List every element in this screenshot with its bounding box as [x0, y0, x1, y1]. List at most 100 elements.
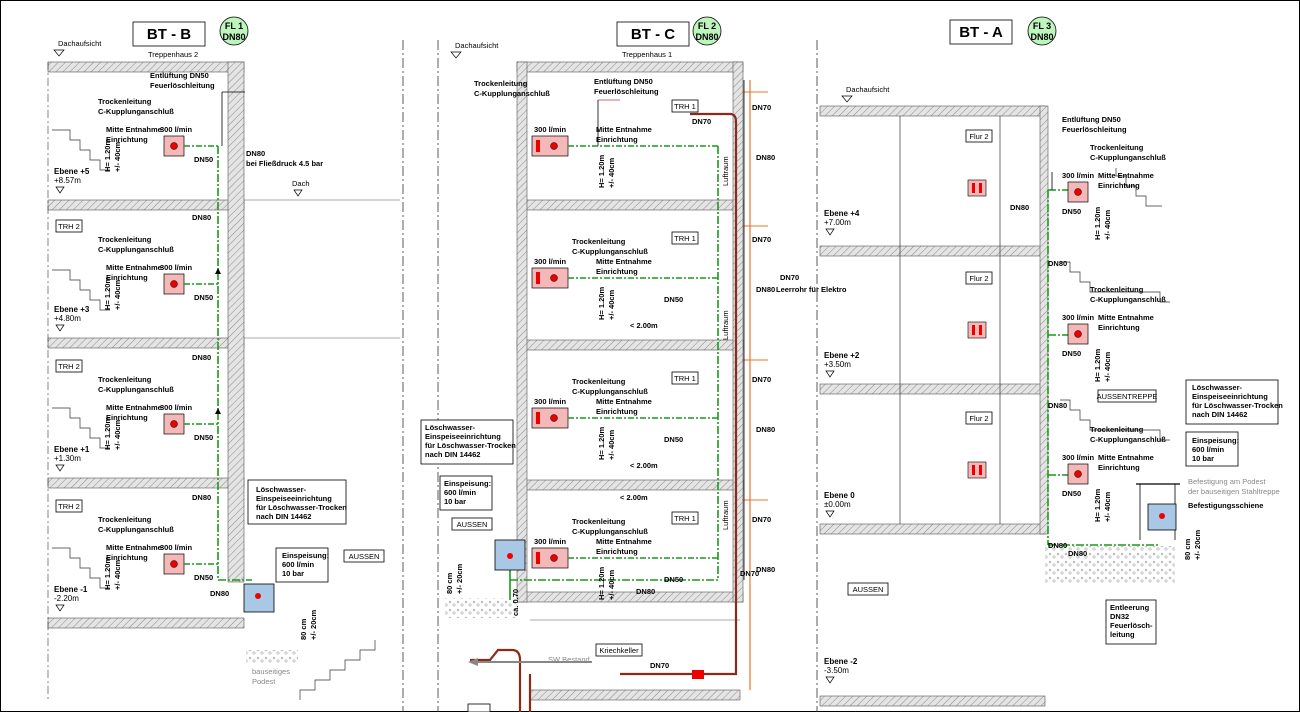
mid-outlet-label: Einrichtung — [596, 547, 638, 556]
stair-steps — [52, 407, 110, 449]
fl-badge — [219, 16, 249, 46]
pipe-size: DN80 — [1048, 401, 1067, 410]
crop-box — [467, 703, 491, 712]
level-name: Ebene +4 — [824, 209, 860, 218]
pipe-size: DN50 — [1062, 207, 1081, 216]
distance-label: < 2.00m — [630, 321, 658, 330]
dry-line-label: Trockenleitung — [98, 235, 152, 244]
inlet-description: nach DIN 14462 — [425, 450, 480, 459]
level-value: ±0.00m — [824, 500, 851, 509]
flow-rate: 300 l/min — [534, 537, 567, 546]
mid-outlet-label: Mitte Entnahme — [596, 125, 652, 134]
floor-slab — [819, 523, 1046, 535]
fl-badge-line2: DN80 — [222, 32, 245, 42]
level-value: +8.57m — [54, 176, 81, 185]
level-triangle — [55, 324, 65, 332]
flow-rate: 300 l/min — [534, 125, 567, 134]
drain-box — [1105, 599, 1157, 645]
floor-slab — [47, 61, 245, 73]
floor-slab — [516, 339, 744, 351]
stair-steps — [1060, 261, 1170, 303]
dimension: +/- 20cm — [309, 609, 318, 640]
level-triangle — [825, 228, 835, 236]
pipe-size: DN80 — [756, 565, 775, 574]
level-triangle — [825, 510, 835, 518]
external-stair — [299, 640, 376, 700]
floor-slab — [47, 199, 245, 211]
level-value: +4.80m — [54, 314, 81, 323]
dry-line-label: Trockenleitung — [1090, 425, 1144, 434]
inlet-description: nach DIN 14462 — [256, 512, 311, 521]
pipe-size: DN70 — [752, 103, 771, 112]
floor-slab — [819, 695, 1046, 707]
fixing-rail-label: Befestigungsschiene — [1188, 501, 1263, 510]
feed-spec-box — [439, 475, 493, 511]
outside-tag: AUSSEN — [853, 585, 884, 594]
floor-slab — [47, 617, 245, 629]
inlet-description: Löschwasser- — [256, 485, 307, 494]
dry-coupling-label: C-Kupplunganschluß — [474, 89, 550, 98]
level-triangle — [825, 370, 835, 378]
tolerance-dimension: +/- 40cm — [1103, 351, 1112, 382]
hydrant-valve-icon — [550, 554, 558, 562]
inlet-description: Einspeiseeinrichtung — [256, 494, 332, 503]
room-tag-box — [965, 411, 993, 425]
pipe-size: DN80 — [192, 213, 211, 222]
dry-line-label: Trockenleitung — [1090, 143, 1144, 152]
section-title: BT - C — [631, 26, 675, 43]
room-tag: TRH 1 — [674, 514, 696, 523]
mid-outlet-label: Einrichtung — [1098, 181, 1140, 190]
height-dimension: H= 1.20m — [597, 567, 606, 600]
crawlspace-tag-box — [595, 643, 643, 657]
drain-label: DN32 — [1110, 612, 1129, 621]
drain-label: Feuerlösch- — [1110, 621, 1153, 630]
fire-extinguisher-cabinet — [967, 179, 987, 197]
dimension: +/- 20cm — [1193, 529, 1202, 560]
flow-rate: 300 l/min — [160, 263, 193, 272]
section-title-box — [616, 21, 690, 47]
height-dimension: H= 1.20m — [1093, 349, 1102, 382]
pipe-size: DN50 — [194, 433, 213, 442]
pipe-size: DN70 — [752, 235, 771, 244]
extinguisher-icon — [972, 465, 975, 475]
floor-slab — [819, 105, 1046, 117]
pipe-size: DN50 — [1062, 489, 1081, 498]
dry-coupling-label: C-Kupplunganschluß — [572, 527, 648, 536]
dry-line-label: Trockenleitung — [572, 377, 626, 386]
roof-view-label: Dachaufsicht — [58, 39, 102, 48]
feed-spec: 600 l/min — [282, 560, 315, 569]
outer-stair-tag-box — [1097, 389, 1157, 403]
outside-tag-box — [451, 517, 493, 531]
stair-label: Treppenhaus 1 — [622, 50, 672, 59]
room-tag: TRH 1 — [674, 374, 696, 383]
section-title-box — [949, 19, 1013, 45]
extinguisher-icon — [536, 140, 540, 152]
height-dimension: H= 1.20m — [103, 417, 112, 450]
mid-outlet-label: Mitte Entnahme — [1098, 313, 1154, 322]
feed-spec: 10 bar — [282, 569, 304, 578]
room-tag: TRH 1 — [674, 102, 696, 111]
height-dimension: H= 1.20m — [597, 287, 606, 320]
inlet-description: für Löschwasser-Trocken — [256, 503, 347, 512]
mid-outlet-label: Einrichtung — [1098, 463, 1140, 472]
dry-coupling-label: C-Kupplunganschluß — [98, 385, 174, 394]
roof-view-label: Dachaufsicht — [455, 41, 499, 50]
tolerance-dimension: +/- 40cm — [607, 569, 616, 600]
pipe-size: DN50 — [664, 435, 683, 444]
mid-outlet-label: Einrichtung — [596, 135, 638, 144]
level-triangle — [841, 95, 853, 103]
void-label: Luftraum — [721, 500, 730, 530]
inlet-coupling-icon — [507, 553, 513, 559]
feed-spec-box — [275, 547, 329, 583]
inlet-description-box — [420, 419, 514, 465]
room-tag-box — [55, 359, 83, 373]
flow-rate: 300 l/min — [160, 403, 193, 412]
existing-pipe-label: SW Bestand — [548, 655, 590, 664]
extinguisher-icon — [979, 465, 982, 475]
feed-spec: Einspeisung: — [444, 479, 491, 488]
pressure-label: bei Fließdruck 4.5 bar — [246, 159, 323, 168]
mid-outlet-label: Mitte Entnahme — [596, 537, 652, 546]
hydrant-valve-icon — [170, 560, 178, 568]
inlet-description: Einspeiseeinrichtung — [1192, 392, 1268, 401]
